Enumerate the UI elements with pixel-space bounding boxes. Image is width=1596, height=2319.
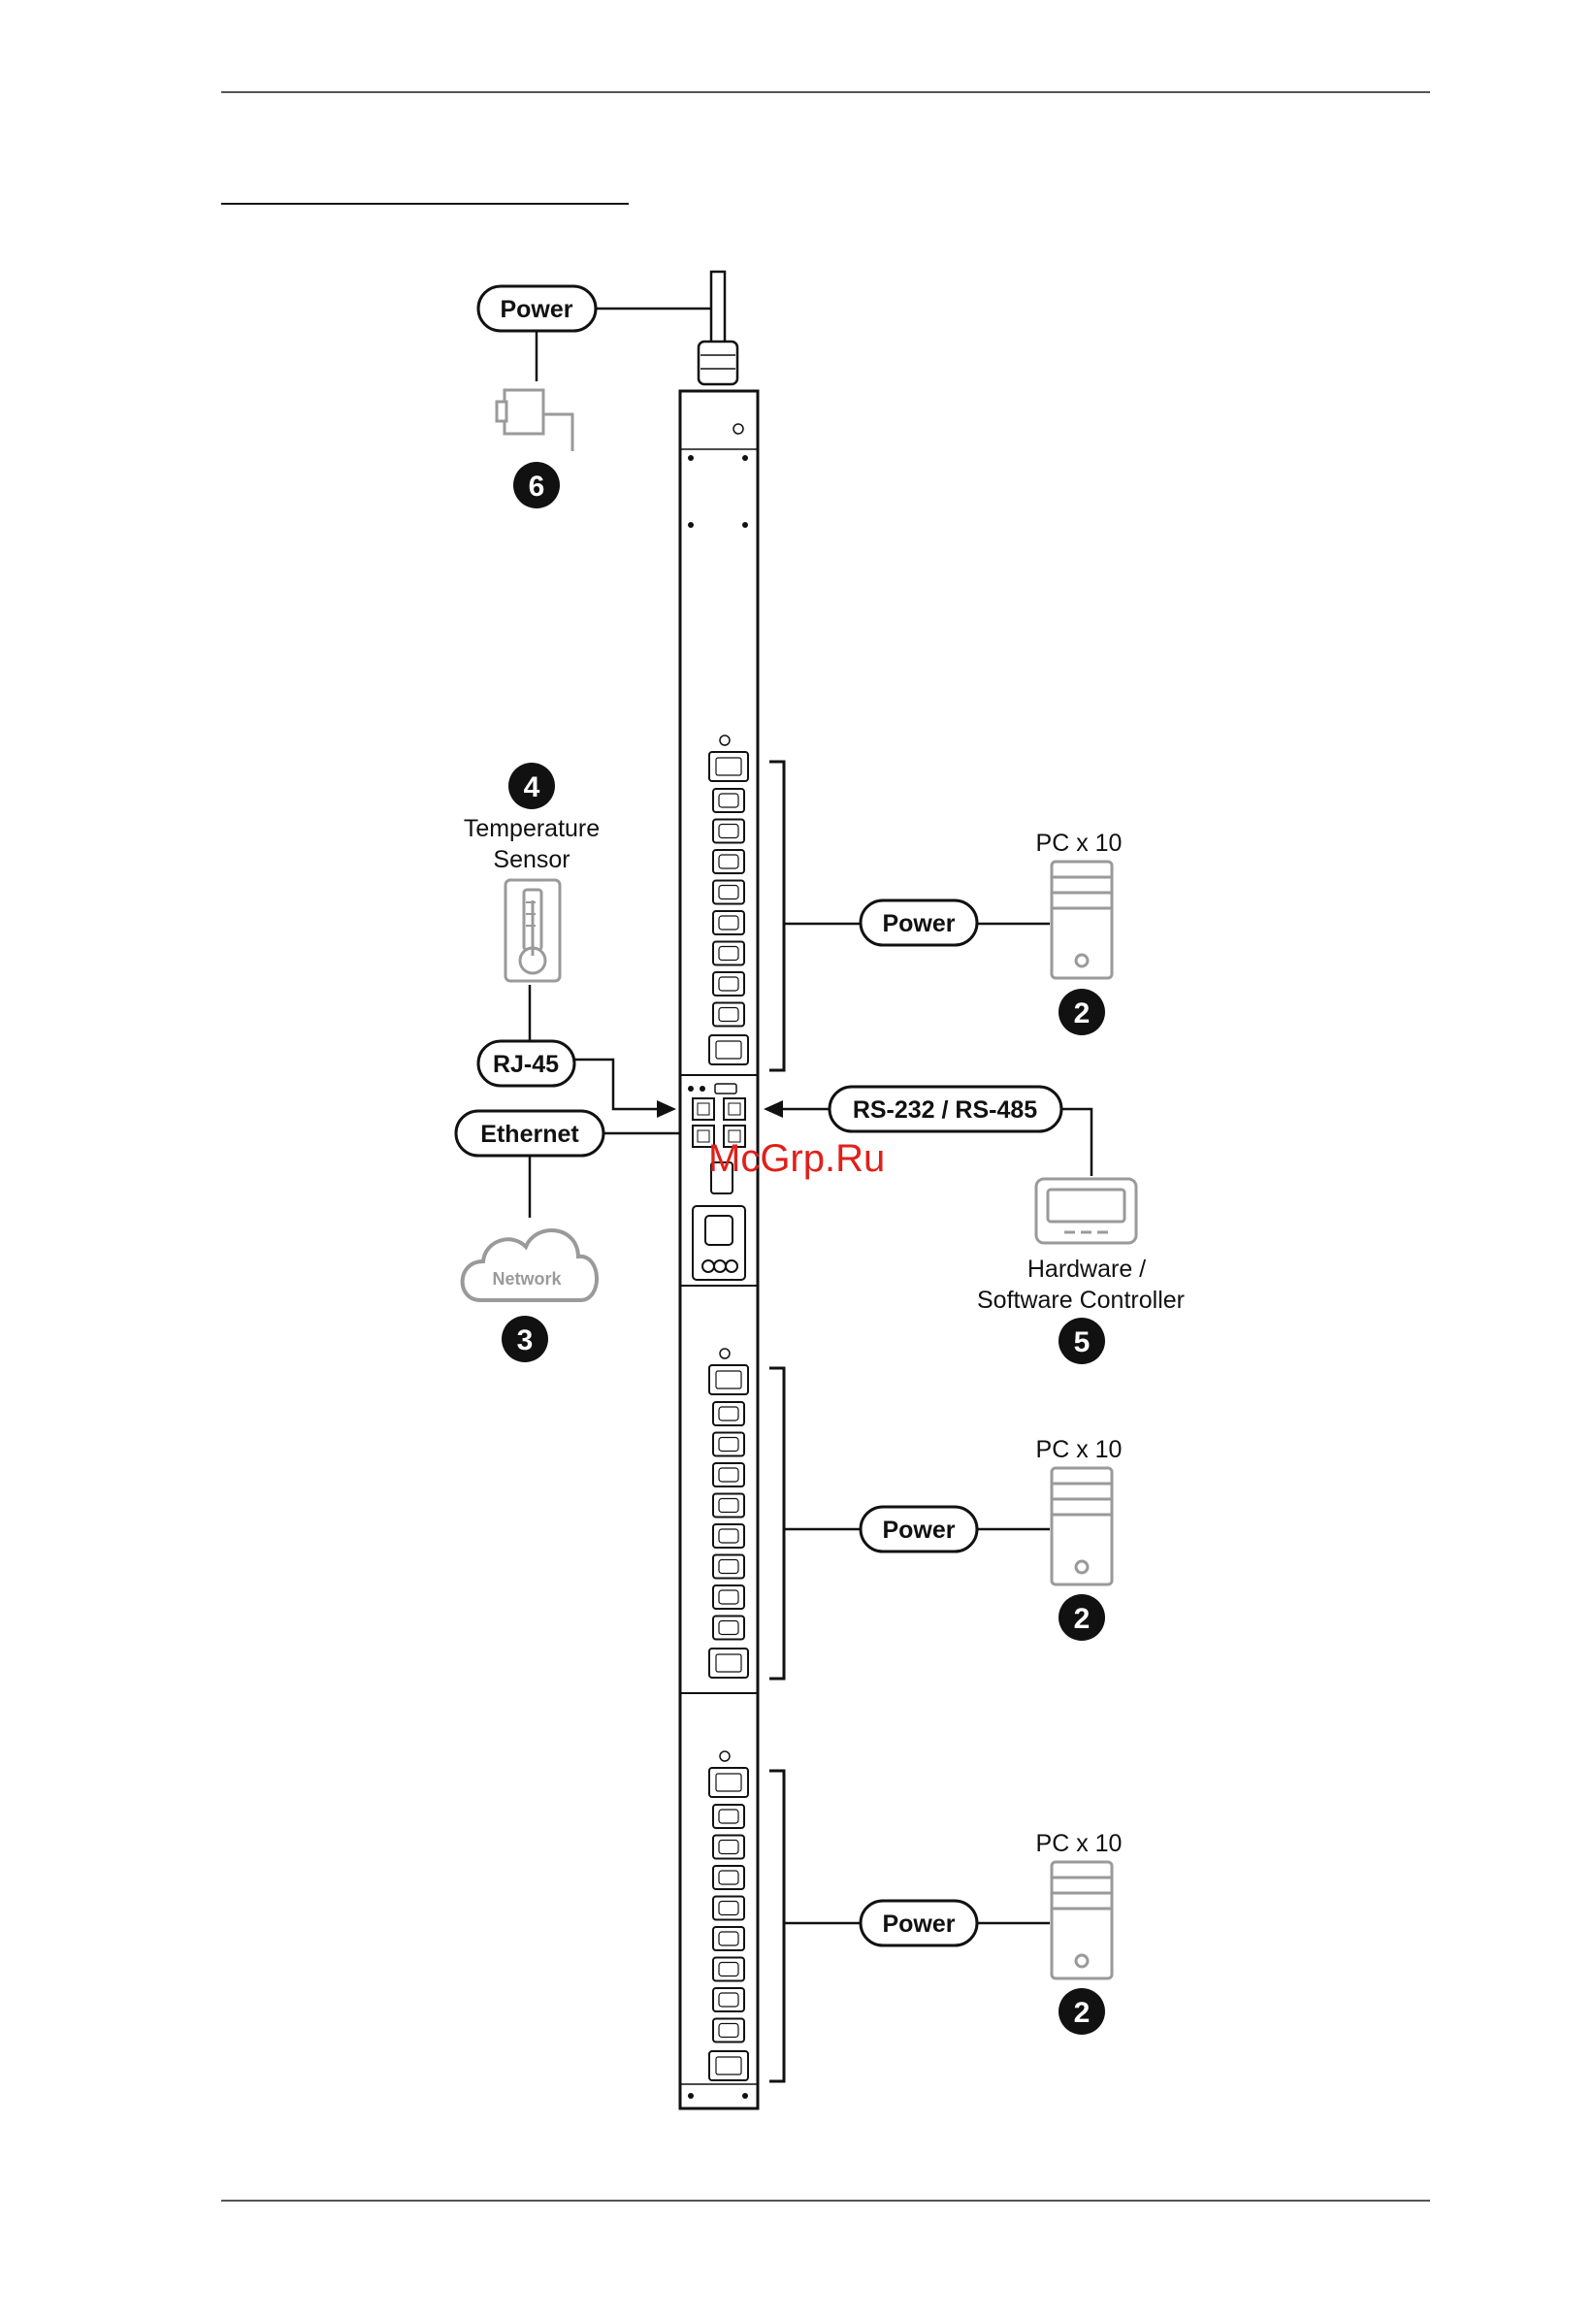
- pc-group2-caption: PC x 10: [1036, 1436, 1123, 1463]
- power-cord: [711, 272, 725, 344]
- c19-outlet[interactable]: [709, 752, 748, 781]
- c13-outlet[interactable]: [713, 942, 744, 965]
- temperature-sensor: 4 Temperature Sensor RJ-45: [464, 763, 676, 1118]
- c13-outlet[interactable]: [713, 850, 744, 873]
- svg-text:2: 2: [1074, 1603, 1091, 1635]
- cable-gland: [699, 342, 737, 384]
- c13-outlet[interactable]: [713, 1836, 744, 1859]
- svg-text:3: 3: [517, 1324, 534, 1356]
- power-group3-label: Power: [882, 1911, 955, 1938]
- temperature-caption-1: Temperature: [464, 815, 600, 842]
- c19-outlet[interactable]: [709, 1365, 748, 1394]
- controller-caption-2: Software Controller: [977, 1287, 1185, 1314]
- svg-text:2: 2: [1074, 997, 1091, 1029]
- power-group1-label: Power: [882, 910, 955, 937]
- c13-outlet[interactable]: [713, 1617, 744, 1640]
- c19-outlet[interactable]: [709, 1035, 748, 1064]
- c13-outlet[interactable]: [713, 1805, 744, 1828]
- c13-outlet[interactable]: [713, 2019, 744, 2042]
- c13-outlet[interactable]: [713, 1958, 744, 1981]
- c13-outlet[interactable]: [713, 1927, 744, 1950]
- thermometer-icon: [505, 880, 560, 981]
- rj45-label: RJ-45: [493, 1051, 559, 1078]
- c13-outlet[interactable]: [713, 1433, 744, 1456]
- temperature-caption-2: Sensor: [493, 846, 570, 873]
- pc-group1-caption: PC x 10: [1036, 830, 1123, 857]
- c19-outlet[interactable]: [709, 1768, 748, 1797]
- pc-tower-icon: [1052, 1468, 1112, 1584]
- network-connection: Ethernet Network 3: [456, 1111, 680, 1362]
- c13-outlet[interactable]: [713, 820, 744, 843]
- controller-connection: RS-232 / RS-485 Hardware / Software Cont…: [764, 1087, 1185, 1364]
- power-group2-label: Power: [882, 1517, 955, 1544]
- network-caption: Network: [492, 1269, 562, 1289]
- controller-caption-1: Hardware /: [1027, 1256, 1146, 1283]
- svg-text:2: 2: [1074, 1997, 1091, 2029]
- outlet-group-2: Power PC x 10 2: [769, 1368, 1122, 1679]
- pc-tower-icon: [1052, 862, 1112, 978]
- group-bracket: [769, 1368, 784, 1679]
- c13-outlet[interactable]: [713, 881, 744, 904]
- outlet-group-3: Power PC x 10 2: [769, 1771, 1122, 2081]
- group-bracket: [769, 1771, 784, 2081]
- ethernet-label: Ethernet: [480, 1121, 579, 1148]
- c13-outlet[interactable]: [713, 1585, 744, 1609]
- power-source: Power 6: [478, 286, 711, 508]
- svg-text:4: 4: [524, 771, 540, 803]
- group-bracket: [769, 762, 784, 1070]
- c13-outlet[interactable]: [713, 789, 744, 812]
- c13-outlet[interactable]: [713, 1003, 744, 1027]
- c13-outlet[interactable]: [713, 1463, 744, 1486]
- svg-text:6: 6: [529, 471, 545, 503]
- pdu-unit: [680, 272, 758, 2108]
- c13-outlet[interactable]: [713, 1897, 744, 1920]
- svg-text:5: 5: [1074, 1326, 1091, 1358]
- cloud-icon: [463, 1230, 597, 1300]
- c19-outlet[interactable]: [709, 1649, 748, 1678]
- watermark: McGrp.Ru: [708, 1137, 885, 1180]
- c13-outlet[interactable]: [713, 1494, 744, 1518]
- c13-outlet[interactable]: [713, 972, 744, 996]
- monitor-icon: [1036, 1179, 1136, 1243]
- rs232-label: RS-232 / RS-485: [853, 1096, 1037, 1124]
- outlet-group-1: Power PC x 10 2: [769, 762, 1122, 1070]
- arrow-to-pdu-serial: [764, 1100, 783, 1118]
- pc-group3-caption: PC x 10: [1036, 1830, 1123, 1857]
- pc-tower-icon: [1052, 1862, 1112, 1978]
- c13-outlet[interactable]: [713, 1866, 744, 1889]
- power-top-label: Power: [500, 296, 572, 323]
- c19-outlet[interactable]: [709, 2051, 748, 2080]
- arrow-to-pdu: [657, 1100, 676, 1118]
- c13-outlet[interactable]: [713, 1524, 744, 1548]
- c13-outlet[interactable]: [713, 911, 744, 934]
- c13-outlet[interactable]: [713, 1555, 744, 1579]
- c13-outlet[interactable]: [713, 1402, 744, 1425]
- c13-outlet[interactable]: [713, 1988, 744, 2011]
- power-plug-icon: [497, 390, 572, 451]
